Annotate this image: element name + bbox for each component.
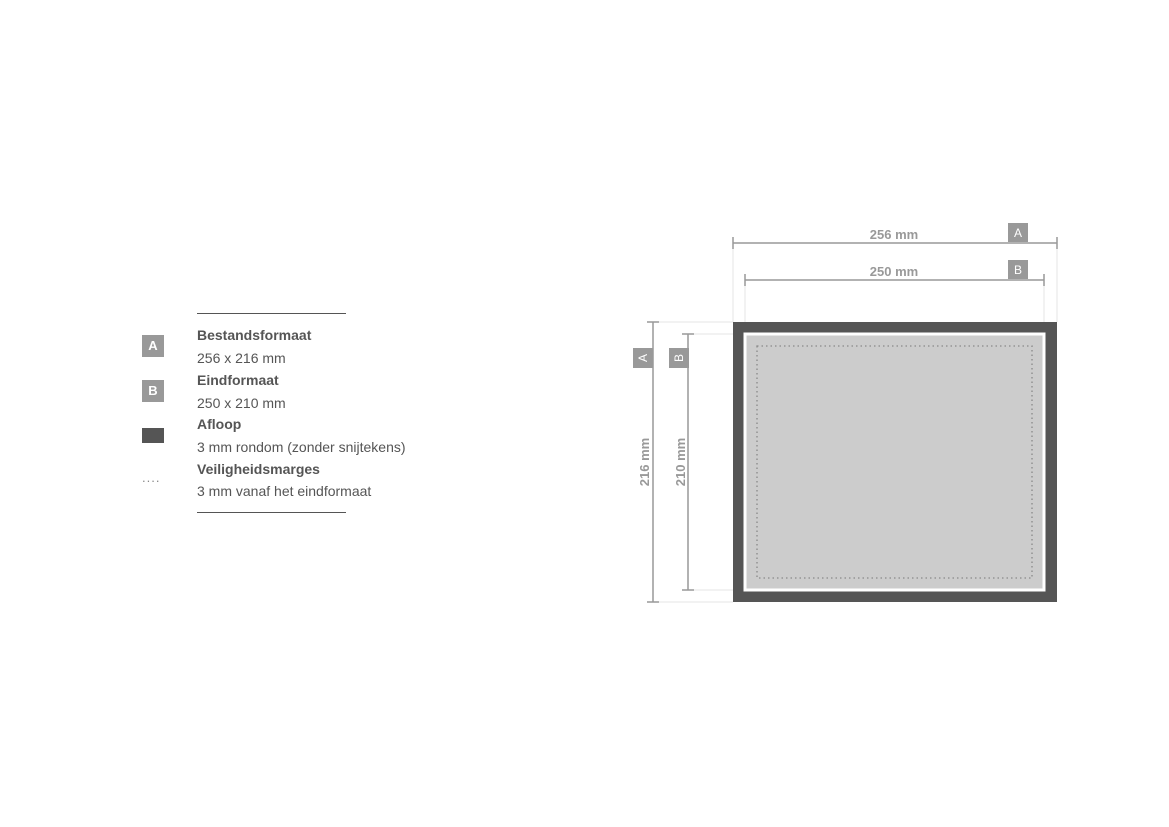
width-dimension-a: 256 mm A xyxy=(732,223,1058,322)
width-a-key-badge xyxy=(1008,223,1028,242)
legend-title-veiligheidsmarges: Veiligheidsmarges xyxy=(197,461,320,477)
height-b-key-text: B xyxy=(672,354,686,362)
legend: A Bestandsformaat 256 x 216 mm B Eindfor… xyxy=(0,0,500,827)
width-b-label: 250 mm xyxy=(870,264,918,279)
width-dimension-b: 250 mm B xyxy=(744,260,1045,322)
height-a-key-badge xyxy=(633,348,653,368)
height-dimension-b: 210 mm B xyxy=(669,333,733,591)
trim-area xyxy=(743,332,1046,592)
width-a-key-text: A xyxy=(1014,226,1022,240)
height-a-key-text: A xyxy=(636,354,650,362)
width-b-key-badge xyxy=(1008,260,1028,279)
legend-top-rule xyxy=(197,313,346,314)
height-b-label: 210 mm xyxy=(673,438,688,486)
bleed-swatch xyxy=(142,428,164,443)
width-b-key-text: B xyxy=(1014,263,1022,277)
legend-title-bestandsformaat: Bestandsformaat xyxy=(197,327,312,343)
legend-title-afloop: Afloop xyxy=(197,416,242,432)
key-b-badge: B xyxy=(142,380,164,402)
legend-title-eindformaat: Eindformaat xyxy=(197,372,279,388)
key-a-badge: A xyxy=(142,335,164,357)
legend-value-eindformaat: 250 x 210 mm xyxy=(197,395,286,411)
legend-bottom-rule xyxy=(197,512,346,513)
legend-value-veiligheidsmarges: 3 mm vanaf het eindformaat xyxy=(197,483,372,499)
width-a-label: 256 mm xyxy=(870,227,918,242)
height-a-label: 216 mm xyxy=(637,438,652,486)
height-b-key-badge xyxy=(669,348,689,368)
legend-value-afloop: 3 mm rondom (zonder snijtekens) xyxy=(197,439,406,455)
safety-margin-line xyxy=(756,345,1033,579)
legend-value-bestandsformaat: 256 x 216 mm xyxy=(197,350,286,366)
height-dimension-a: 216 mm A xyxy=(633,321,733,603)
safety-margin-dots: .... xyxy=(142,470,161,485)
